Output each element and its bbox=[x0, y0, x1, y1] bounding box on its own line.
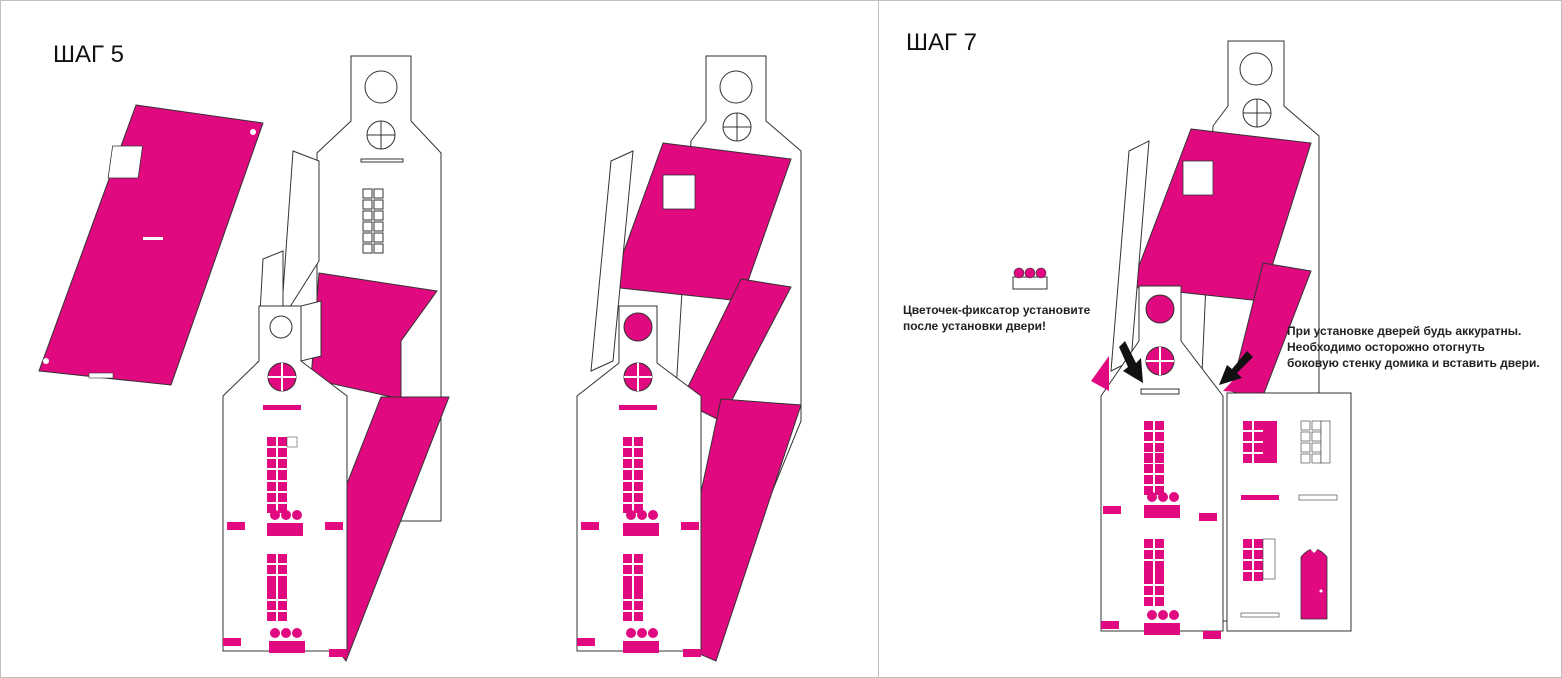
doors-panel bbox=[1226, 392, 1352, 632]
flower-clip-part bbox=[1012, 267, 1048, 290]
assembled-house-middle bbox=[576, 55, 802, 662]
step-5-title: ШАГ 5 bbox=[53, 41, 125, 68]
doors-note: При установке дверей будь аккуратны. Нео… bbox=[1287, 324, 1540, 370]
panel-divider bbox=[878, 1, 879, 677]
front-facade-step5 bbox=[222, 300, 348, 657]
arrow-left bbox=[1119, 341, 1143, 383]
arrow-right bbox=[1219, 351, 1253, 385]
flower-clip-note: Цветочек-фиксатор установите после устан… bbox=[903, 303, 1091, 333]
loose-side-panel bbox=[38, 104, 264, 386]
step-7-title: ШАГ 7 bbox=[906, 29, 978, 56]
